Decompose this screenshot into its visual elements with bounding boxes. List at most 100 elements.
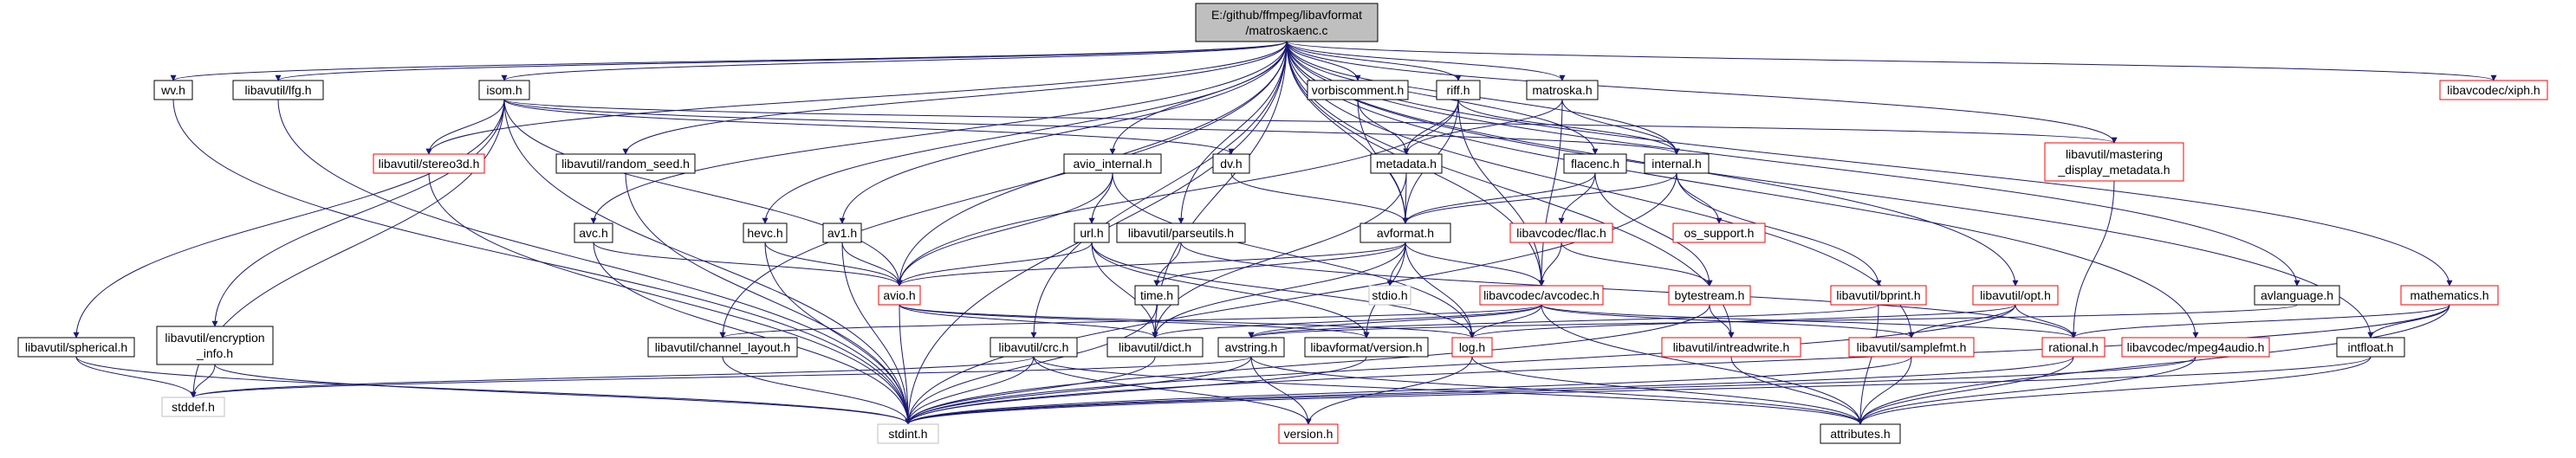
node-label-encryption_info-line-1: _info.h	[196, 346, 233, 360]
node-av1[interactable]: av1.h	[822, 223, 862, 243]
edge-internal-to-avformat	[1402, 172, 1677, 224]
node-stdio[interactable]: stdio.h	[1368, 285, 1411, 306]
node-opt[interactable]: libavutil/opt.h	[1972, 285, 2059, 306]
edge-isom-to-internal	[503, 99, 1680, 155]
node-internal[interactable]: internal.h	[1644, 153, 1710, 174]
node-box-avio_internal	[1063, 153, 1162, 174]
node-mathematics[interactable]: mathematics.h	[2400, 285, 2499, 306]
node-label-isom-line-0: isom.h	[486, 83, 522, 97]
node-box-flacenc	[1563, 153, 1627, 174]
edge-samplefmt-to-stdint	[905, 356, 1912, 425]
node-dict[interactable]: libavutil/dict.h	[1106, 337, 1204, 358]
edge-root-to-crc	[1030, 41, 1288, 339]
edge-root-to-parseutils	[1178, 41, 1288, 224]
node-version[interactable]: version.h	[1278, 423, 1339, 444]
node-time[interactable]: time.h	[1134, 285, 1179, 306]
node-stdint[interactable]: stdint.h	[877, 423, 939, 444]
node-libavformat_version[interactable]: libavformat/version.h	[1304, 337, 1429, 358]
node-intreadwrite[interactable]: libavutil/intreadwrite.h	[1661, 337, 1801, 358]
edge-internal-to-os_support	[1676, 172, 1723, 224]
node-vorbiscomment[interactable]: vorbiscomment.h	[1307, 80, 1409, 100]
node-bprint[interactable]: libavutil/bprint.h	[1830, 285, 1927, 306]
node-intfloat[interactable]: intfloat.h	[2336, 337, 2405, 358]
node-label-av1-line-0: av1.h	[827, 226, 857, 240]
edge-root-to-avc	[590, 41, 1288, 224]
node-mpeg4audio[interactable]: libavcodec/mpeg4audio.h	[2121, 337, 2270, 358]
node-box-dict	[1106, 337, 1204, 358]
node-label-url-line-0: url.h	[1080, 226, 1103, 240]
node-label-rational-line-0: rational.h	[2048, 340, 2099, 354]
node-stddef[interactable]: stddef.h	[161, 397, 225, 417]
node-avstring[interactable]: avstring.h	[1217, 337, 1285, 358]
edge-riff-to-internal	[1457, 99, 1680, 155]
node-spherical[interactable]: libavutil/spherical.h	[17, 337, 135, 358]
node-label-stdio-line-0: stdio.h	[1372, 288, 1407, 302]
node-samplefmt[interactable]: libavutil/samplefmt.h	[1848, 337, 1975, 358]
edge-mathematics-to-rational	[2070, 304, 2450, 339]
node-hevc[interactable]: hevc.h	[743, 223, 788, 243]
edge-url-to-avio	[896, 242, 1093, 287]
node-xiph[interactable]: libavcodec/xiph.h	[2439, 80, 2548, 100]
edge-opt-to-samplefmt	[1908, 304, 2016, 339]
node-avc[interactable]: avc.h	[574, 223, 613, 243]
node-stereo3d[interactable]: libavutil/stereo3d.h	[373, 153, 485, 174]
edge-root-to-channel_layout	[719, 41, 1288, 339]
node-box-samplefmt	[1848, 337, 1975, 358]
node-attributes[interactable]: attributes.h	[1820, 423, 1901, 444]
edge-rational-to-stdint	[905, 356, 2074, 425]
edge-root-to-stereo3d	[425, 41, 1288, 155]
edge-avio-to-dict	[899, 304, 1158, 339]
edge-root-to-mathematics	[1286, 41, 2453, 287]
node-parseutils[interactable]: libavutil/parseutils.h	[1116, 223, 1246, 243]
edge-hevc-to-avio	[764, 242, 903, 287]
node-matroska[interactable]: matroska.h	[1526, 80, 1599, 100]
node-label-mpeg4audio-line-0: libavcodec/mpeg4audio.h	[2127, 340, 2265, 354]
node-avlanguage[interactable]: avlanguage.h	[2254, 285, 2340, 306]
edge-metadata-to-dict	[1152, 172, 1407, 339]
node-mastering[interactable]: libavutil/mastering_display_metadata.h	[2044, 142, 2184, 182]
node-box-avformat	[1359, 223, 1451, 243]
node-isom[interactable]: isom.h	[478, 80, 530, 100]
node-random_seed[interactable]: libavutil/random_seed.h	[555, 153, 696, 174]
node-box-lfg	[232, 80, 324, 100]
node-label-bprint-line-0: libavutil/bprint.h	[1836, 288, 1920, 302]
edge-log-to-attributes	[1471, 356, 1864, 425]
node-rational[interactable]: rational.h	[2041, 337, 2106, 358]
node-box-bprint	[1830, 285, 1927, 306]
node-box-root	[1195, 3, 1379, 42]
edge-root-to-av1	[839, 41, 1288, 224]
node-lfg[interactable]: libavutil/lfg.h	[232, 80, 324, 100]
node-flacenc[interactable]: flacenc.h	[1563, 153, 1627, 174]
node-url[interactable]: url.h	[1074, 223, 1110, 243]
node-crc[interactable]: libavutil/crc.h	[990, 337, 1078, 358]
node-bytestream[interactable]: bytestream.h	[1668, 285, 1751, 306]
node-box-opt	[1972, 285, 2059, 306]
edge-root-to-avio_internal	[1109, 41, 1288, 155]
node-dv[interactable]: dv.h	[1212, 153, 1250, 174]
node-avcodec[interactable]: libavcodec/avcodec.h	[1479, 285, 1604, 306]
node-root[interactable]: E:/github/ffmpeg/libavformat/matroskaenc…	[1195, 3, 1379, 42]
edge-root-to-lfg	[275, 41, 1288, 81]
edge-root-to-riff	[1286, 41, 1462, 81]
node-log[interactable]: log.h	[1451, 337, 1493, 358]
edge-isom-to-avio	[503, 99, 903, 287]
node-label-log-line-0: log.h	[1459, 340, 1485, 354]
node-metadata[interactable]: metadata.h	[1370, 153, 1443, 174]
node-channel_layout[interactable]: libavutil/channel_layout.h	[647, 337, 798, 358]
node-avio_internal[interactable]: avio_internal.h	[1063, 153, 1162, 174]
node-encryption_info[interactable]: libavutil/encryption_info.h	[156, 326, 274, 365]
node-wv[interactable]: wv.h	[153, 80, 193, 100]
node-avio[interactable]: avio.h	[878, 285, 921, 306]
node-riff[interactable]: riff.h	[1436, 80, 1481, 100]
node-flac[interactable]: libavcodec/flac.h	[1509, 223, 1613, 243]
node-box-intfloat	[2336, 337, 2405, 358]
edge-root-to-avformat	[1286, 41, 1409, 224]
edge-rational-to-attributes	[1857, 356, 2074, 425]
edge-flac-to-avcodec	[1538, 242, 1562, 287]
node-label-parseutils-line-0: libavutil/parseutils.h	[1128, 226, 1234, 240]
edge-opt-to-rational	[2015, 304, 2077, 339]
node-os_support[interactable]: os_support.h	[1672, 223, 1766, 243]
node-avformat[interactable]: avformat.h	[1359, 223, 1451, 243]
node-label-riff-line-0: riff.h	[1447, 83, 1470, 97]
